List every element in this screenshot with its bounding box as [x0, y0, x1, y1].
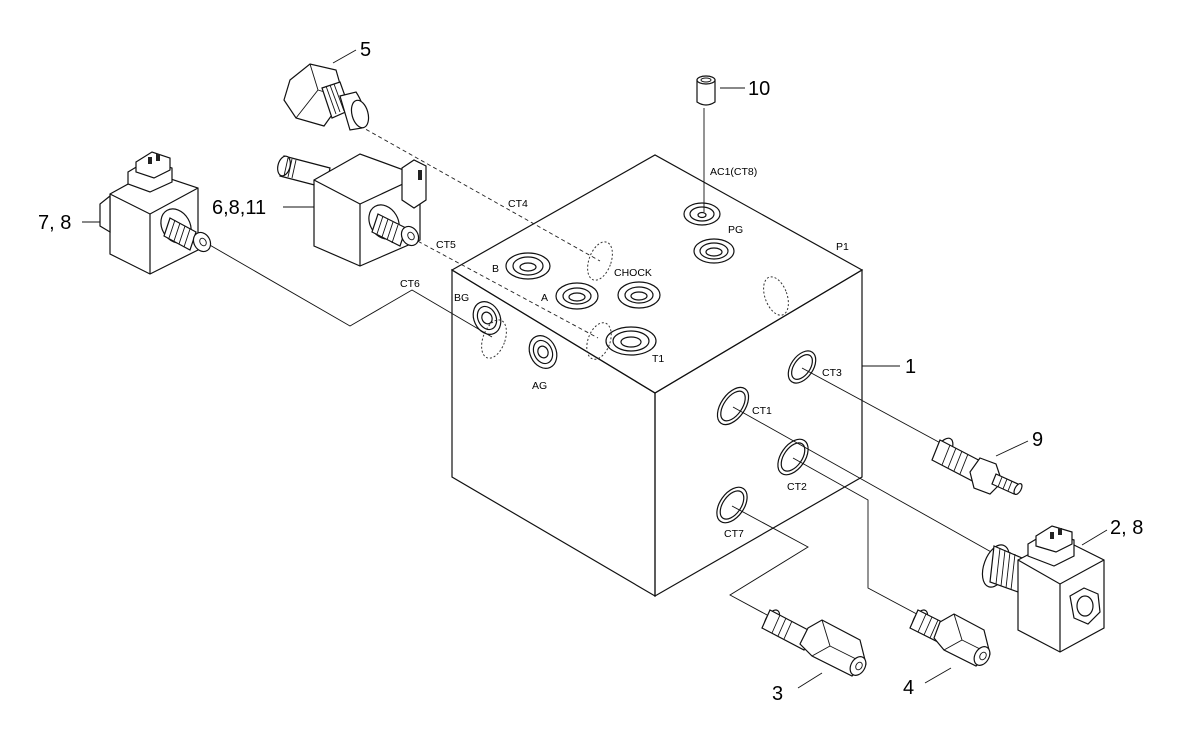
part6-valve-assembly	[277, 153, 427, 267]
label-ag: AG	[532, 380, 547, 392]
label-a: A	[541, 292, 548, 304]
callout-2-8: 2, 8	[1110, 517, 1143, 539]
callout-10: 10	[748, 78, 770, 100]
left-face-ports	[472, 301, 558, 369]
callout-1: 1	[905, 356, 916, 378]
label-ct3: CT3	[822, 367, 842, 379]
port-ct1	[716, 386, 750, 426]
port-ac1	[683, 202, 721, 226]
label-b: B	[492, 263, 499, 275]
port-bg	[472, 301, 502, 335]
line-part7-ct6	[207, 243, 493, 338]
port-labels: AC1(CT8) PG P1 CT4 CT5 CT6 B A CHOCK BG …	[400, 166, 849, 540]
label-t1: T1	[652, 353, 664, 365]
label-ct2: CT2	[787, 481, 807, 493]
right-face-ports	[716, 350, 817, 524]
line-part9-ct3	[801, 367, 947, 447]
callout-numbers: 5 10 7, 8 6,8,11 1 9 2, 8 3 4	[38, 39, 1143, 705]
port-b	[505, 252, 551, 280]
hidden-port-ct5	[586, 322, 612, 360]
label-ct1: CT1	[752, 405, 772, 417]
part10-cap	[696, 75, 716, 106]
part3-cartridge	[761, 609, 867, 677]
top-face-ports	[505, 202, 789, 360]
hidden-port-ct4	[587, 241, 613, 281]
port-ag	[528, 335, 558, 369]
label-ct4: CT4	[508, 198, 528, 210]
hidden-port-p1	[763, 276, 789, 316]
part5-hex-plug	[283, 63, 370, 131]
callout-6-8-11: 6,8,11	[212, 197, 266, 219]
label-bg: BG	[454, 292, 469, 304]
port-ct7	[716, 486, 748, 524]
block-right-face	[654, 268, 863, 598]
part2-solenoid-valve	[981, 525, 1105, 653]
line-part6-ct5	[411, 237, 599, 339]
port-t1	[605, 326, 657, 356]
part9-cartridge	[931, 437, 1023, 496]
label-ct6: CT6	[400, 278, 420, 290]
part4-cartridge	[909, 609, 991, 667]
line-part2-ct1	[732, 406, 994, 554]
hidden-port-ct6	[481, 319, 507, 359]
label-ac1: AC1(CT8)	[710, 166, 757, 178]
assembly-lines	[207, 108, 994, 623]
line-part3-ct7	[729, 505, 809, 623]
port-chock	[617, 281, 661, 309]
label-ct5: CT5	[436, 239, 456, 251]
line-part4-ct2	[792, 457, 929, 621]
callout-4: 4	[903, 677, 914, 699]
label-chock: CHOCK	[614, 267, 652, 279]
callout-9: 9	[1032, 429, 1043, 451]
port-pg	[693, 238, 735, 264]
label-ct7: CT7	[724, 528, 744, 540]
part7-solenoid-valve	[99, 151, 212, 275]
port-a	[555, 282, 599, 310]
line-part5-ct4	[359, 125, 601, 262]
manifold-block	[450, 154, 864, 598]
callout-7-8: 7, 8	[38, 212, 71, 234]
callout-3: 3	[772, 683, 783, 705]
port-ct3	[787, 350, 817, 384]
callout-leaders	[82, 49, 1108, 689]
label-pg: PG	[728, 224, 743, 236]
label-p1: P1	[836, 241, 849, 253]
callout-5: 5	[360, 39, 371, 61]
